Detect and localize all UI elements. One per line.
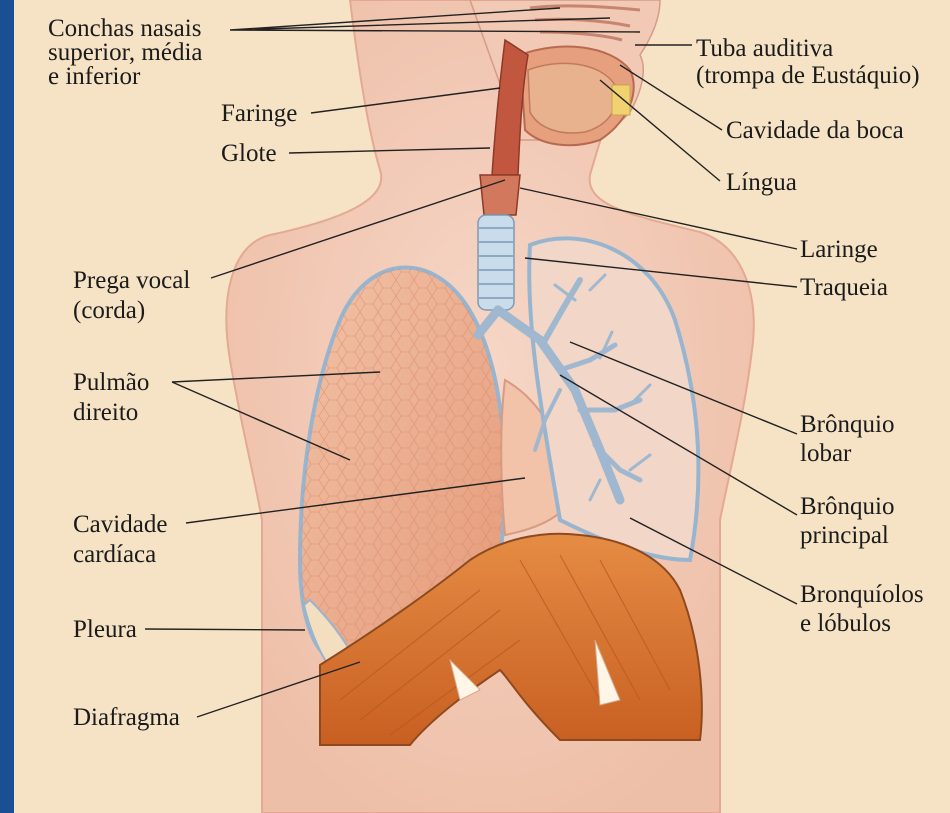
label-cavidade-boca: Cavidade da boca <box>726 118 904 143</box>
label-lingua: Língua <box>726 170 797 195</box>
label-diafragma: Diafragma <box>73 705 180 730</box>
label-prega-vocal: Prega vocal (corda) <box>73 266 190 326</box>
label-pleura: Pleura <box>73 617 137 642</box>
label-bronquiolos: Bronquíolos e lóbulos <box>800 580 924 638</box>
label-cavidade-cardiaca: Cavidade cardíaca <box>73 510 167 570</box>
left-blue-border <box>0 0 14 813</box>
label-pulmao-direito: Pulmão direito <box>73 368 149 428</box>
label-traqueia: Traqueia <box>800 275 888 300</box>
tongue-shape <box>528 63 617 133</box>
trachea-rings <box>478 215 514 310</box>
label-glote: Glote <box>221 141 277 166</box>
label-laringe: Laringe <box>800 237 878 262</box>
label-bronquio-lobar: Brônquio lobar <box>800 410 894 468</box>
label-tuba-auditiva: Tuba auditiva (trompa de Eustáquio) <box>696 35 920 89</box>
label-faringe: Faringe <box>221 101 297 126</box>
lip-area <box>612 85 630 115</box>
label-bronquio-principal: Brônquio principal <box>800 492 894 550</box>
label-conchas-nasais: Conchas nasais superior, média e inferio… <box>48 17 203 89</box>
